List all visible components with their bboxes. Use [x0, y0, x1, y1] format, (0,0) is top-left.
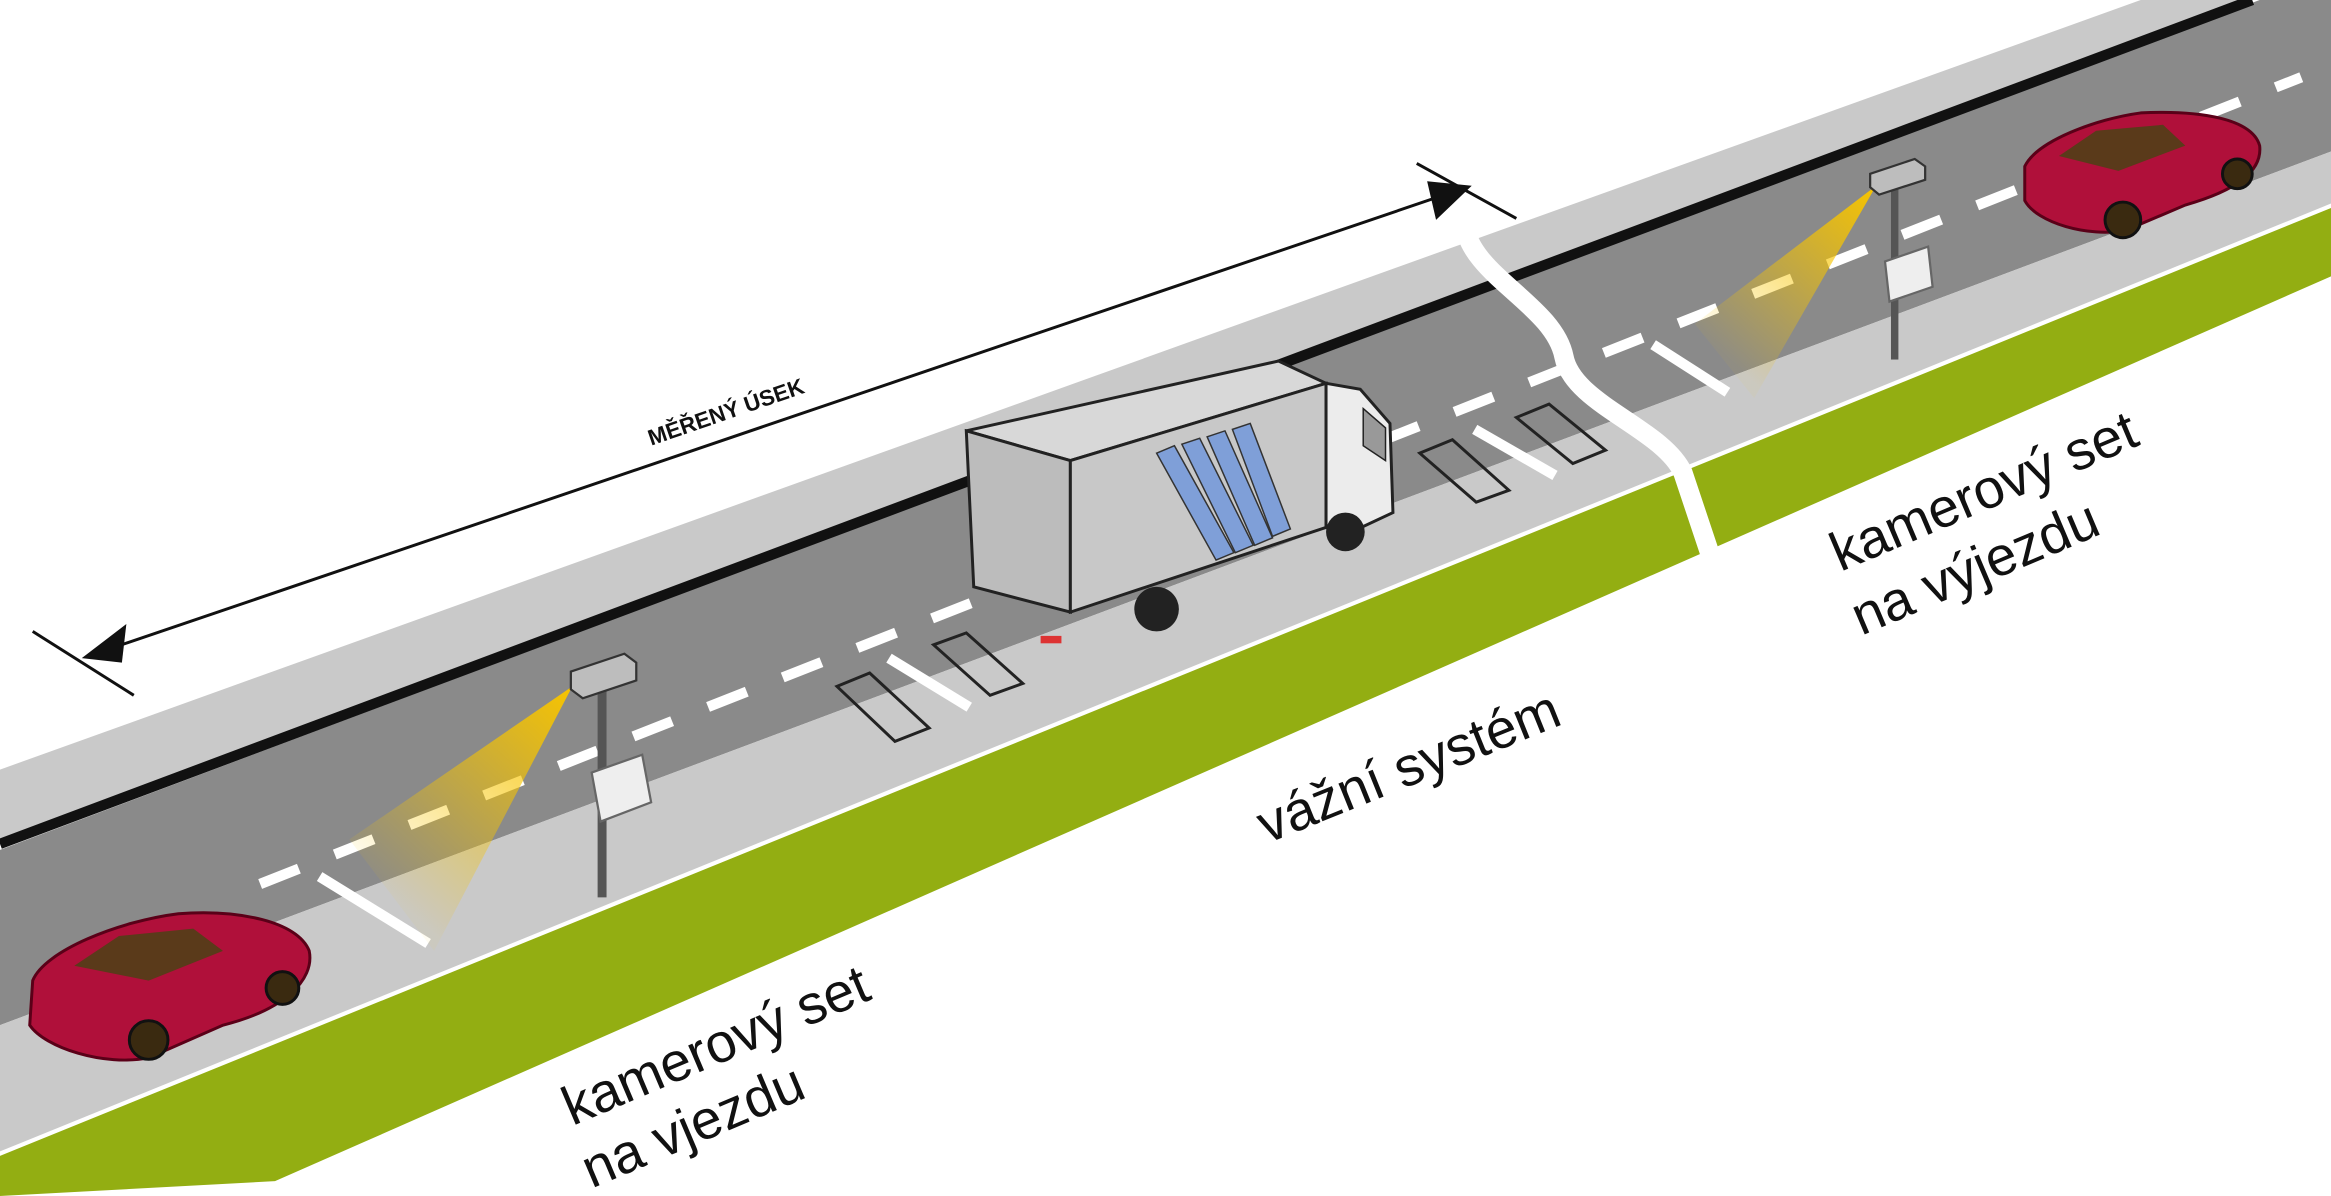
dimension-tick-right [1416, 162, 1518, 220]
car-exit [2023, 110, 2262, 240]
weigh-pad [1513, 402, 1609, 466]
arrow-left-icon [81, 624, 127, 663]
truck-windshield [1362, 406, 1387, 462]
weigh-line-2 [1472, 424, 1558, 480]
truck-stripe [1155, 444, 1235, 562]
car-entry [28, 911, 312, 1062]
truck-stripe [1206, 429, 1274, 547]
camera-cone [1694, 185, 1877, 399]
weigh-line-1 [886, 653, 972, 712]
car-wheel [2103, 200, 2143, 240]
truck-stripe [1231, 422, 1292, 538]
weigh-pad [834, 671, 932, 744]
car-wheel [2220, 157, 2254, 191]
camera-icon [569, 652, 638, 700]
section-break [1454, 221, 1719, 556]
entry-camera-set [349, 652, 653, 951]
truck-tail-light [1040, 635, 1062, 644]
truck-stripe [1180, 437, 1255, 554]
camera-cone [349, 686, 573, 951]
entry-stop-line [316, 872, 431, 948]
car-windows [2058, 124, 2186, 171]
dimension-line [103, 191, 1450, 653]
car-wheel [127, 1019, 170, 1061]
bottom-curb [0, 151, 2331, 1152]
car-windows [74, 928, 223, 981]
truck-wheel [1326, 512, 1365, 552]
car-wheel [264, 970, 301, 1006]
grass-strip [0, 208, 2331, 1196]
arrow-right-icon [1427, 181, 1472, 220]
weigh-pad [930, 631, 1026, 698]
camera-icon [1869, 157, 1927, 196]
truck [964, 359, 1395, 644]
exit-stop-line [1650, 340, 1731, 397]
exit-camera-set [1694, 157, 1934, 399]
dimension-tick-left [31, 630, 135, 697]
truck-box-rear [964, 428, 1072, 615]
control-box [1883, 245, 1934, 304]
weigh-pad [1416, 438, 1512, 504]
control-box [590, 753, 653, 824]
truck-wheel [1134, 586, 1179, 632]
